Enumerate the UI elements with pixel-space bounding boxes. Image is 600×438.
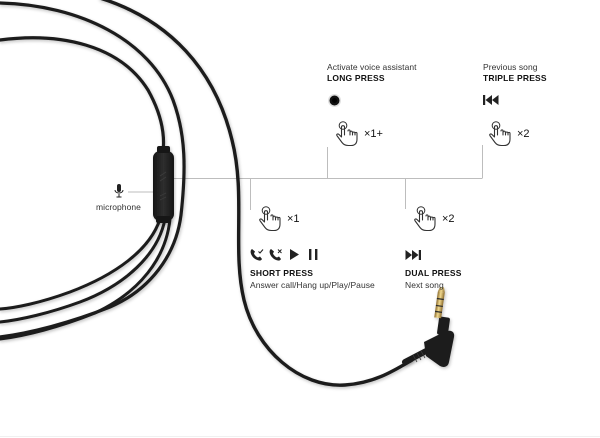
answer-call-icon [250,249,264,261]
connector-lines [128,145,483,210]
triple-press-title: TRIPLE PRESS [483,73,547,83]
microphone-icon [114,184,124,198]
hand-press-icon [414,206,436,232]
audio-jack [402,286,455,367]
dual-press-title: DUAL PRESS [405,268,462,278]
dual-press-description: Next song [405,280,444,290]
voice-assistant-dot-icon [328,94,341,107]
previous-track-icon [483,95,499,105]
play-icon [290,249,299,260]
pause-icon [309,249,318,260]
long-press-title: LONG PRESS [327,73,385,83]
microphone-label: microphone [96,202,141,212]
next-track-icon [405,250,421,260]
short-press-count: ×1 [287,213,300,225]
hand-press-icon [489,121,511,147]
triple-press-description: Previous song [483,62,538,72]
triple-press-count: ×2 [517,128,530,140]
hand-press-icon [336,121,358,147]
short-press-title: SHORT PRESS [250,268,314,278]
hang-up-icon [269,249,282,261]
dual-press-count: ×2 [442,213,455,225]
long-press-count: ×1+ [364,128,383,140]
bottom-divider [0,436,600,437]
long-press-description: Activate voice assistant [327,62,417,72]
short-press-description: Answer call/Hang up/Play/Pause [250,280,375,290]
inline-remote [153,146,174,223]
hand-press-icon [259,206,281,232]
